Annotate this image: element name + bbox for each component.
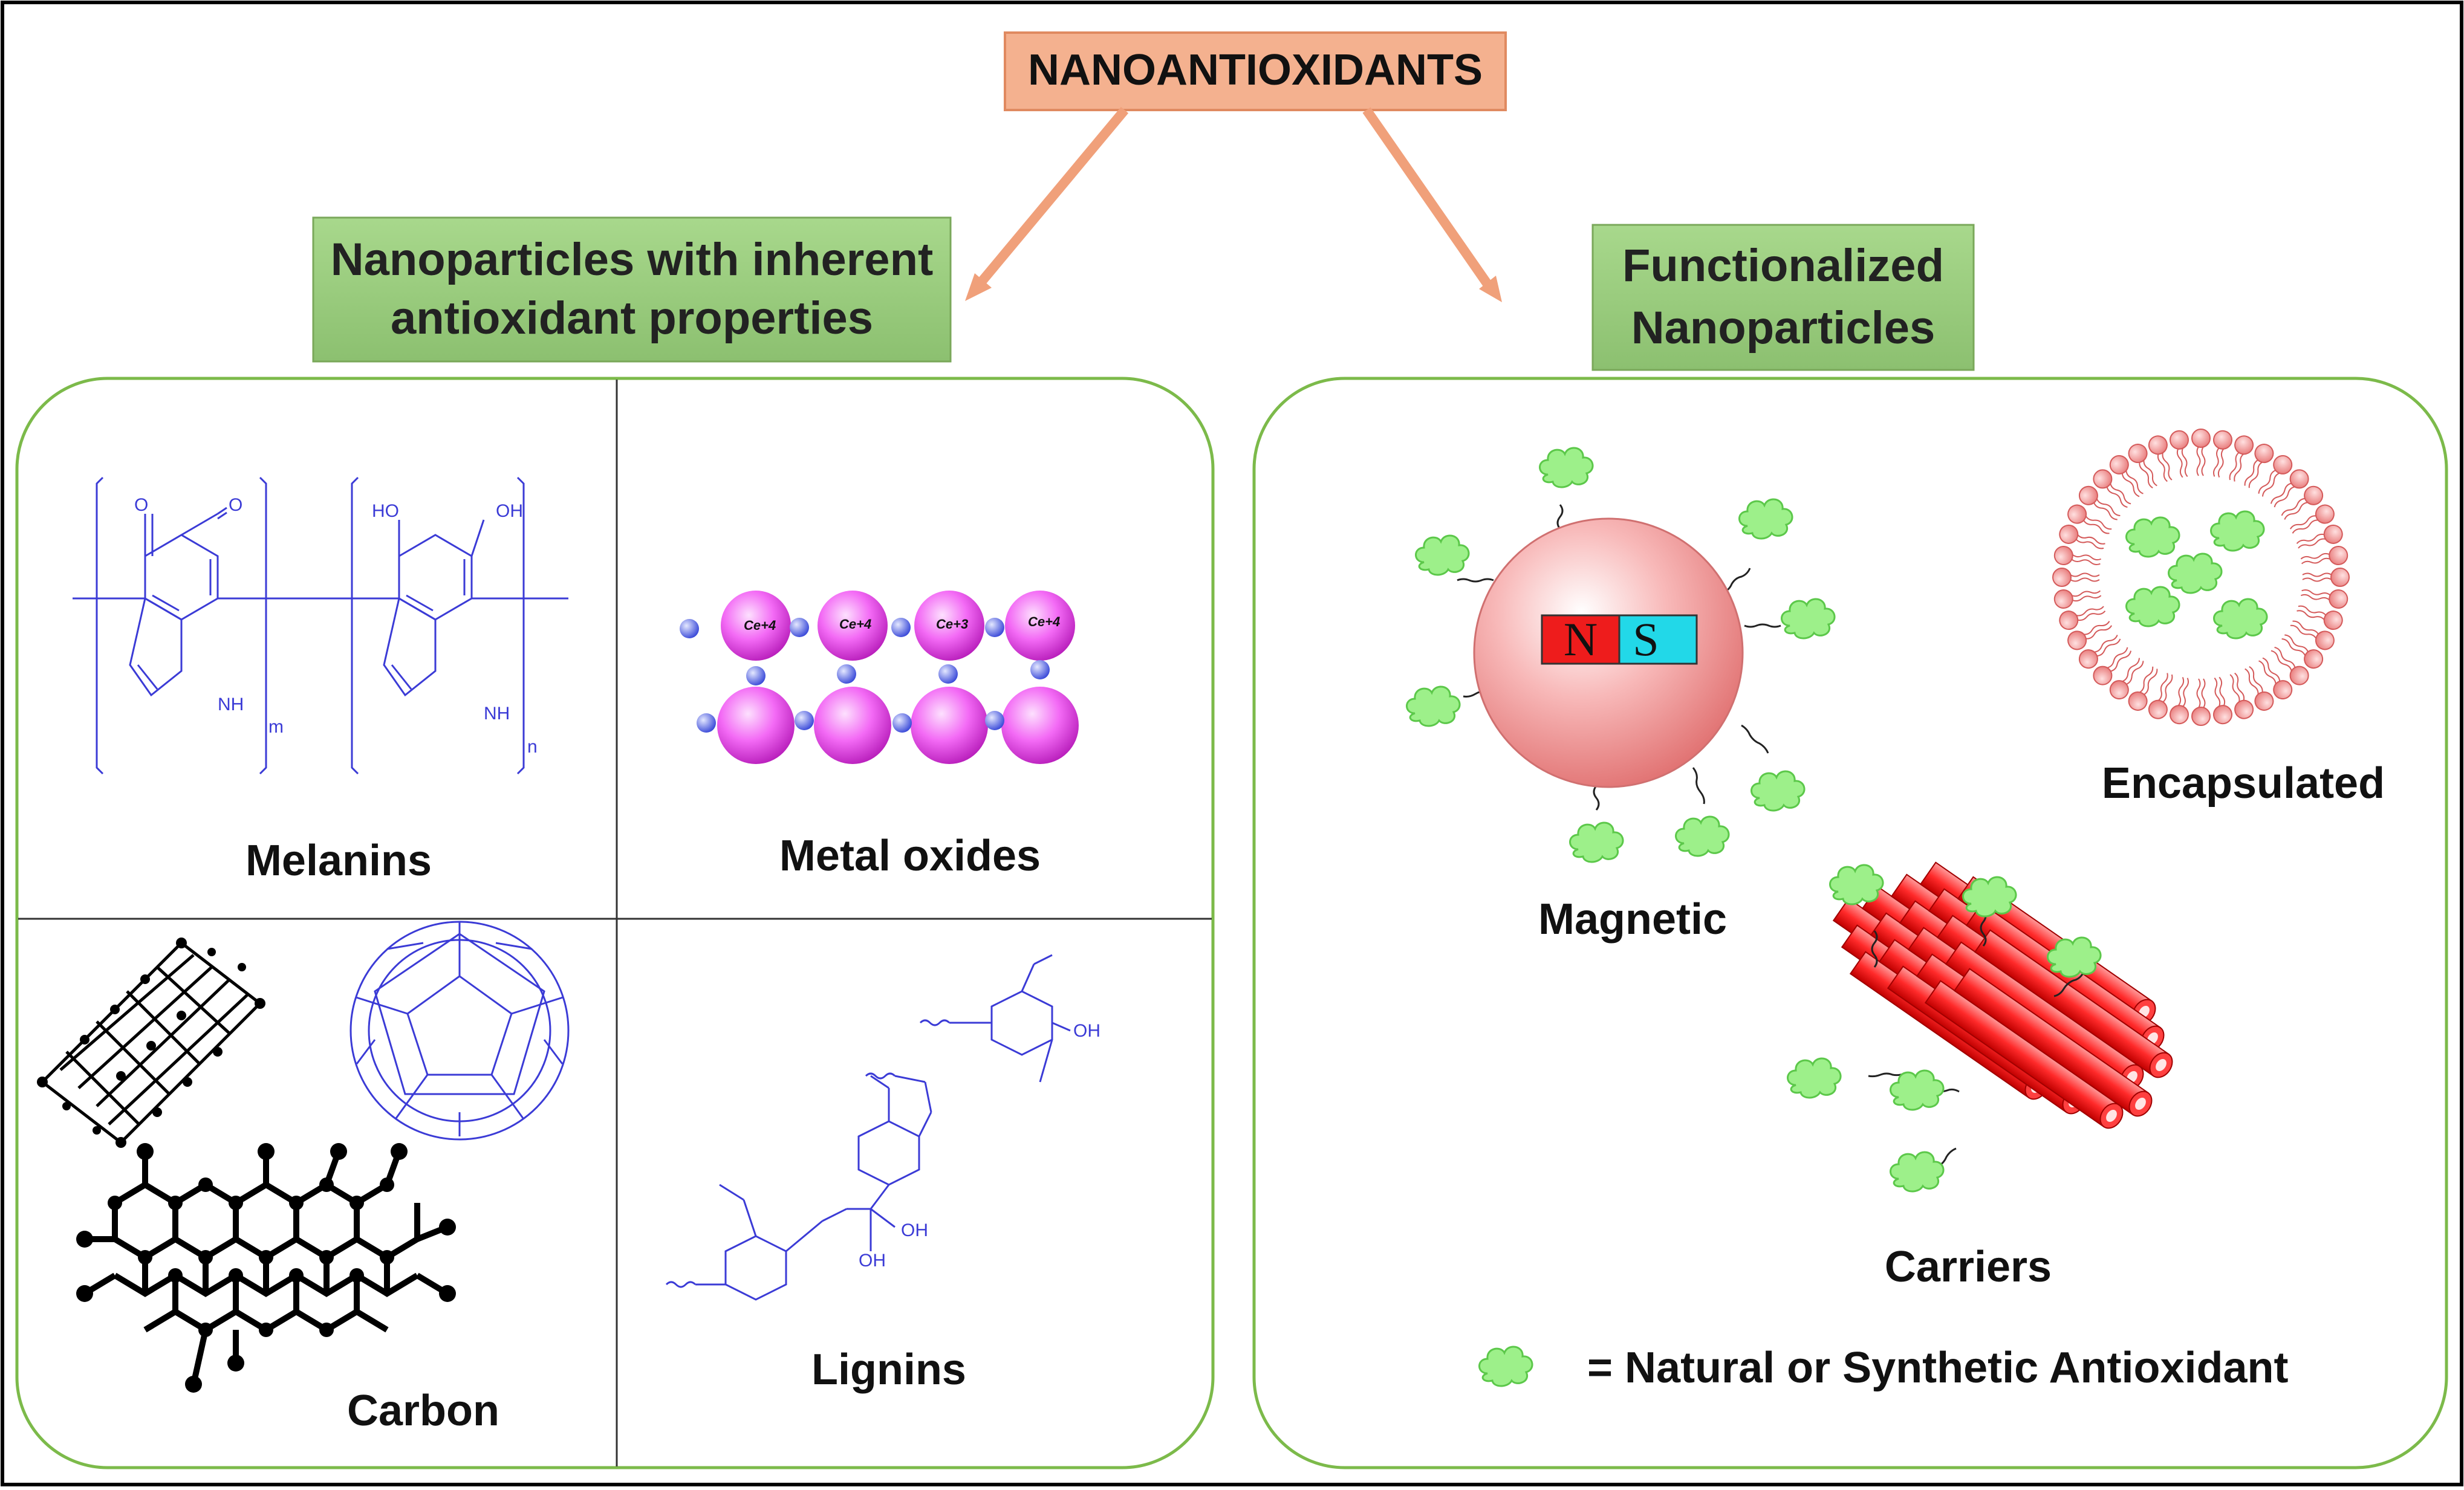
ce-sphere — [721, 591, 791, 661]
o-atom — [985, 711, 1004, 730]
lignin-oh3: OH — [859, 1251, 886, 1271]
arrow-right — [1362, 107, 1502, 302]
left-header-line2: antioxidant properties — [391, 293, 873, 344]
lignin-structure — [665, 954, 1071, 1301]
carbon-label: Carbon — [347, 1387, 499, 1435]
magnetic-label: Magnetic — [1538, 895, 1727, 944]
ce-sphere — [818, 591, 888, 661]
melanin-nh1: NH — [218, 695, 244, 714]
ce-label-4: Ce+4 — [1028, 614, 1060, 629]
o-atom — [790, 618, 809, 637]
o-atom — [746, 666, 766, 685]
carrier-bundle — [1832, 861, 2173, 1129]
magnetic-particle: N S — [1406, 447, 1836, 863]
ce-sphere — [911, 687, 988, 764]
right-header-box: Functionalized Nanoparticles — [1591, 224, 1975, 371]
ce-sphere — [914, 591, 984, 661]
magnet-n-text: N — [1564, 613, 1598, 666]
left-header-line1: Nanoparticles with inherent — [331, 234, 934, 285]
title-text: NANOANTIOXIDANTS — [1028, 46, 1483, 94]
magnet-s-text: S — [1633, 613, 1659, 666]
melanins-label: Melanins — [245, 837, 432, 885]
encapsulated-label: Encapsulated — [2102, 759, 2385, 808]
arrow-left — [965, 106, 1129, 301]
o-atom — [680, 619, 699, 638]
lignin-oh1: OH — [1073, 1021, 1100, 1041]
ce-sphere — [814, 687, 891, 764]
melanin-o2: O — [229, 495, 242, 515]
ce-label-2: Ce+4 — [839, 617, 871, 632]
fullerene — [349, 921, 570, 1141]
carrier-tube — [1953, 968, 2153, 1117]
melanin-m: m — [268, 717, 284, 737]
melanin-n: n — [527, 737, 538, 757]
o-atom — [837, 664, 856, 684]
carrier-tube — [1924, 980, 2124, 1129]
carbon-nanotube — [37, 938, 265, 1148]
left-header-box: Nanoparticles with inherent antioxidant … — [312, 216, 952, 363]
title-box: NANOANTIOXIDANTS — [1004, 31, 1507, 111]
lignin-atom-labels: OH OH OH — [859, 1021, 1100, 1271]
metal-oxides-label: Metal oxides — [779, 832, 1041, 880]
melanin-nh2: NH — [484, 704, 510, 724]
o-atom — [985, 618, 1004, 637]
legend: = Natural or Synthetic Antioxidant — [1478, 1344, 2289, 1392]
ce-label-3: Ce+3 — [936, 617, 968, 632]
o-atom — [697, 713, 716, 733]
carriers-label: Carriers — [1885, 1243, 2052, 1291]
right-header-line2: Nanoparticles — [1631, 302, 1936, 354]
ce-sphere — [1005, 591, 1075, 661]
ce-sphere — [1001, 687, 1079, 764]
o-atom — [891, 618, 911, 637]
o-atom — [892, 713, 912, 733]
carrier-tube — [1974, 929, 2173, 1078]
legend-text: = Natural or Synthetic Antioxidant — [1587, 1344, 2289, 1392]
lignin-oh2: OH — [901, 1220, 928, 1240]
melanin-o1: O — [134, 495, 148, 515]
o-atom — [938, 664, 958, 684]
graphene — [76, 1143, 456, 1393]
ce-sphere — [717, 687, 795, 764]
o-atom — [795, 711, 814, 730]
melanin-ho: HO — [372, 501, 399, 521]
magnet-s-pole — [1618, 614, 1698, 665]
melanin-atom-labels: O O NH m HO OH NH n — [134, 495, 538, 757]
ce-label-1: Ce+4 — [744, 618, 776, 633]
ceria-lattice: Ce+4 Ce+4 Ce+3 Ce+4 — [680, 591, 1079, 764]
o-atom — [1030, 660, 1050, 679]
left-panel — [15, 377, 1215, 1469]
lignins-label: Lignins — [811, 1346, 966, 1394]
right-header-line1: Functionalized — [1622, 240, 1944, 291]
melanin-oh: OH — [496, 501, 523, 521]
melanin-structure — [73, 476, 568, 775]
